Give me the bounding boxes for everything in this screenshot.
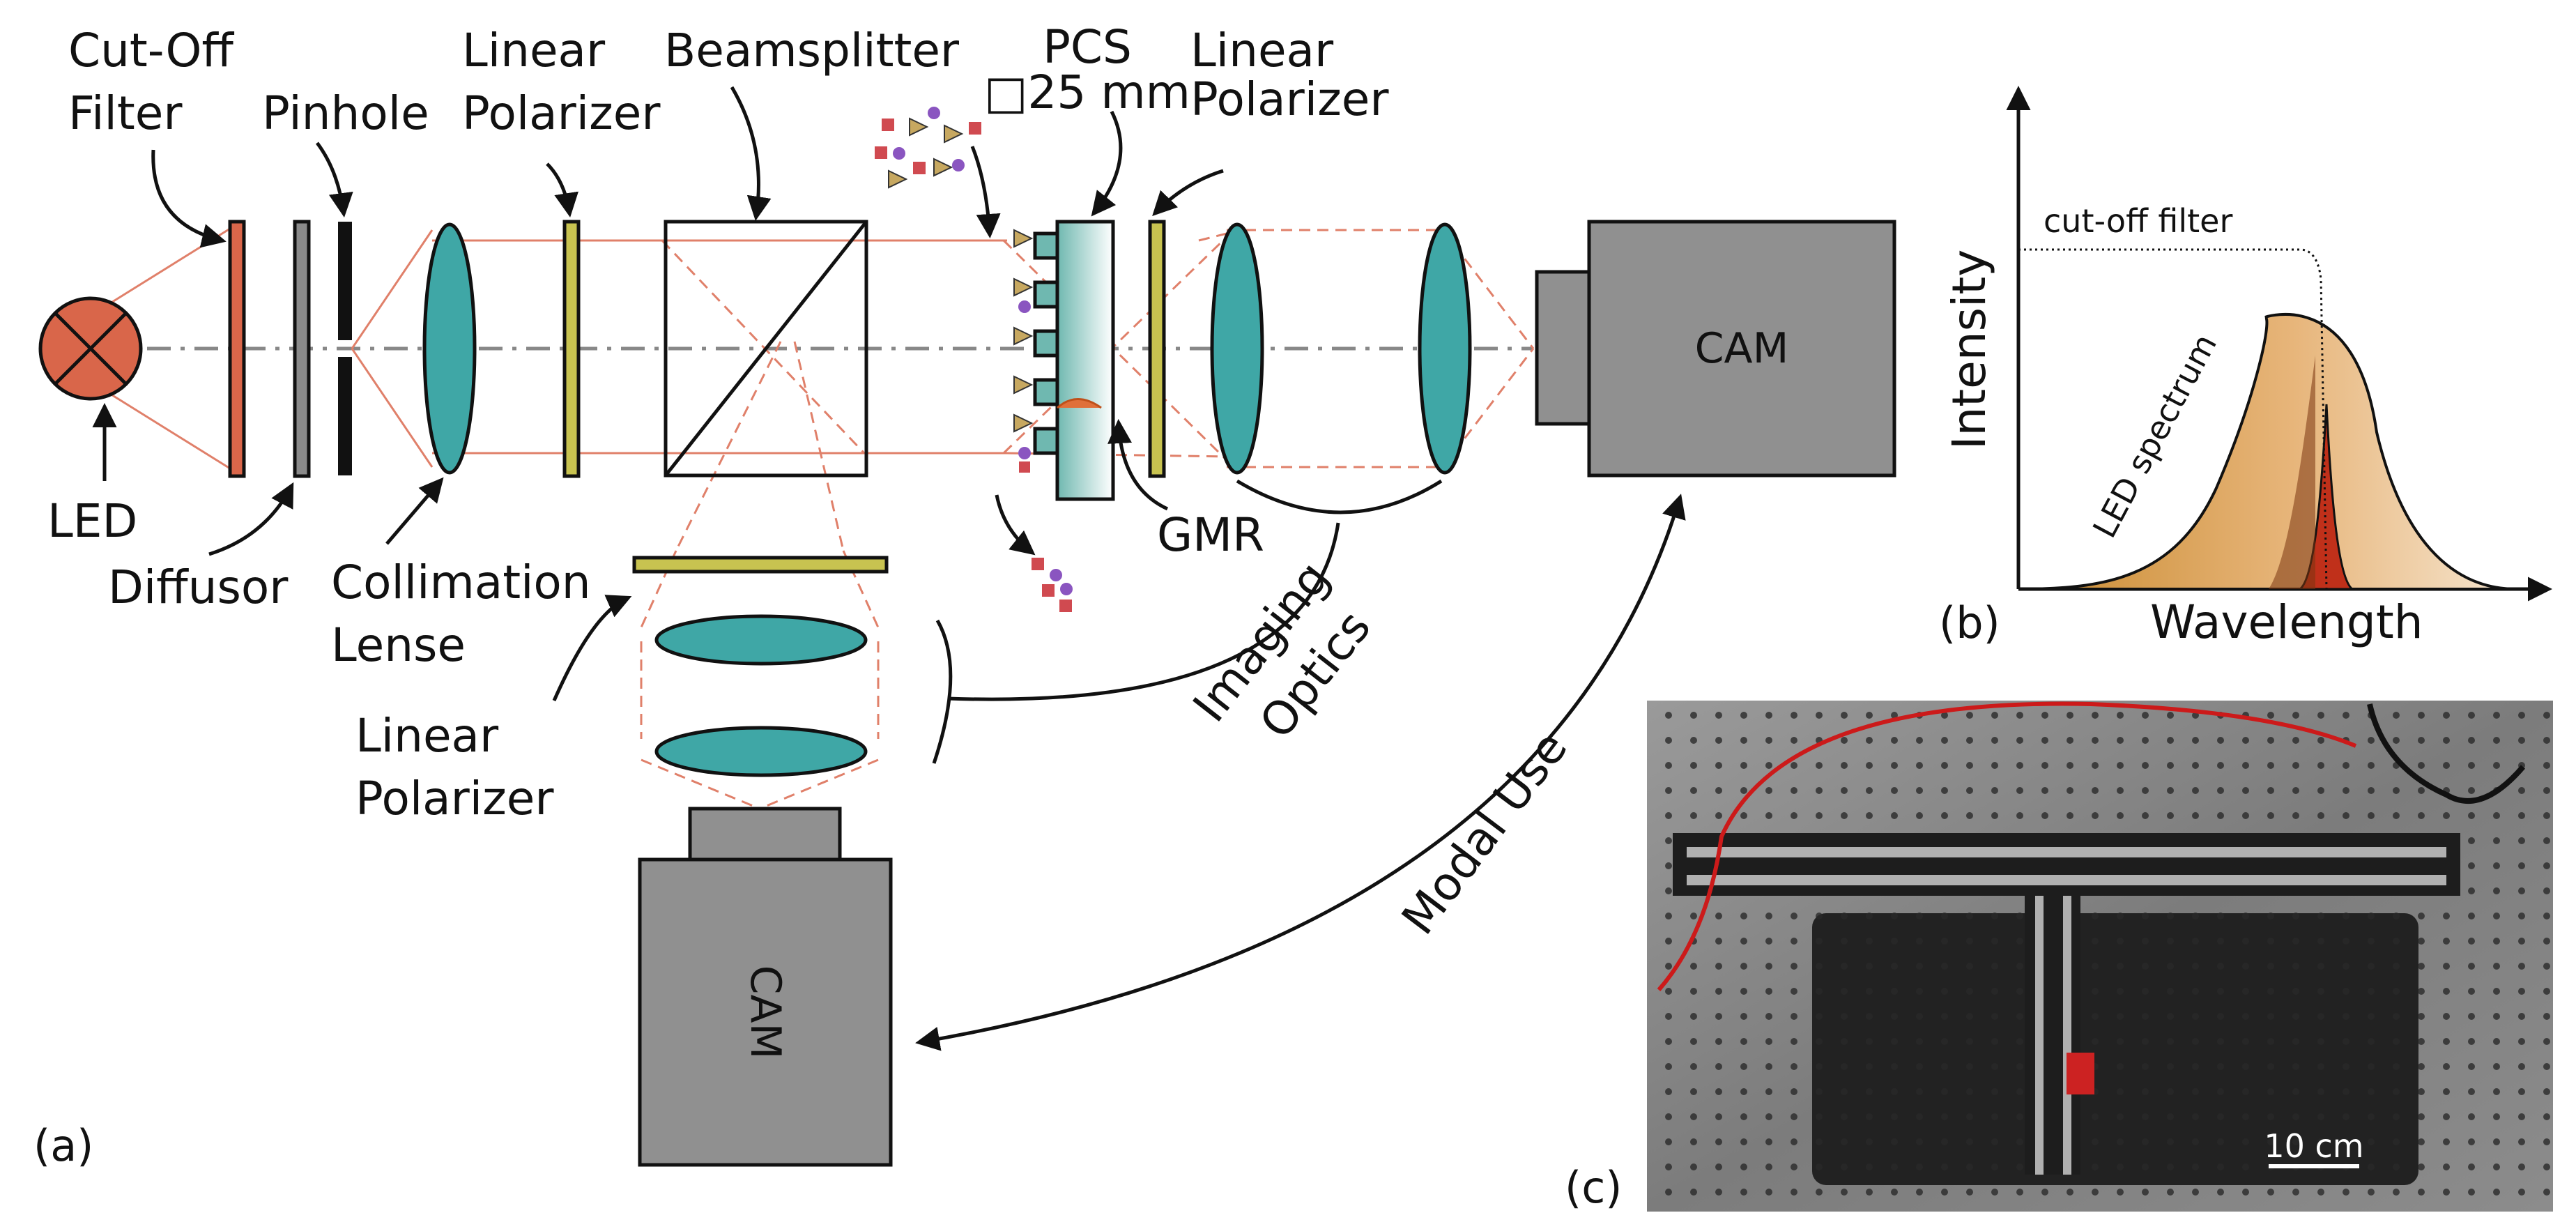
photo-red-cable: [1657, 701, 2357, 991]
spectrum-ylabel: Intensity: [1942, 250, 1996, 450]
label-pcs: PCS□25 mm: [984, 20, 1190, 119]
imaging-optics-brace-right: [1236, 479, 1443, 514]
photo-black-cable: [2367, 703, 2526, 804]
collimation-lens: [422, 222, 477, 475]
photo-scale-label: 10 cm: [2264, 1127, 2363, 1165]
panel-label-a: (a): [33, 1120, 93, 1171]
spectrum-xlabel: Wavelength: [2150, 595, 2423, 649]
diffusor-element: [293, 220, 311, 478]
panel-b-spectrum: Intensity Wavelength cut-off filter LED …: [1939, 86, 2552, 649]
camera-bottom-label: CAM: [741, 965, 790, 1060]
label-led: LED: [47, 494, 137, 548]
photo-rail-vertical: [2025, 896, 2080, 1175]
camera-right-label: CAM: [1695, 324, 1789, 373]
label-imaging-optics: ImagingOptics: [1183, 551, 1390, 770]
imaging-rays-vertical: [640, 341, 880, 810]
imaging-optics-brace-bottom: [932, 619, 953, 764]
led-spectrum-curve: [2018, 312, 2517, 590]
photo-red-part: [2067, 1053, 2094, 1094]
analyte-molecules: [875, 107, 1073, 612]
spectrum-cutoff-label: cut-off filter: [2044, 202, 2232, 240]
pinhole-upper: [338, 222, 352, 340]
illumination-rays: [104, 227, 1007, 470]
camera-bottom: CAM: [638, 807, 893, 1167]
beamsplitter-cube: [664, 220, 868, 478]
label-modal-use: Modal Use: [1391, 722, 1577, 945]
pcs-chip: [1033, 220, 1115, 501]
pinhole-lower: [338, 357, 352, 475]
imaging-lens-1: [1210, 222, 1264, 475]
led-source: [38, 296, 143, 401]
panel-label-c: (c): [1565, 1162, 1622, 1213]
imaging-lens-3: [654, 614, 868, 666]
linear-polarizer-3: [632, 556, 889, 574]
linear-polarizer-2: [1148, 220, 1166, 478]
label-gmr: GMR: [1157, 508, 1264, 562]
camera-right: CAM: [1535, 220, 1896, 478]
panel-label-b: (b): [1939, 597, 2000, 648]
imaging-lens-4: [654, 726, 868, 777]
photo-rail-horizontal: [1673, 833, 2460, 896]
modal-use-arrow: [915, 494, 1686, 1051]
imaging-lens-2: [1418, 222, 1472, 475]
label-diffusor: Diffusor: [108, 560, 289, 614]
label-beamsplitter: Beamsplitter: [664, 24, 960, 77]
panel-c-photo: 10 cm (c): [1565, 701, 2553, 1213]
linear-polarizer-1: [562, 220, 581, 478]
cutoff-filter-element: [228, 220, 246, 478]
label-pinhole: Pinhole: [262, 86, 429, 140]
dark-filtered-band: [2269, 356, 2315, 589]
